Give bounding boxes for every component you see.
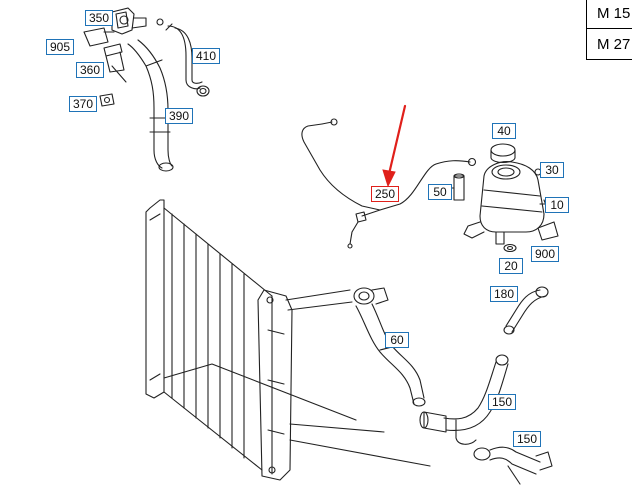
legend-row-1: M 15: [586, 0, 632, 29]
vent-line: [301, 118, 477, 249]
hose-150-lower: [473, 446, 553, 485]
callout-370[interactable]: 370: [69, 96, 97, 112]
callout-50[interactable]: 50: [428, 184, 452, 200]
callout-905[interactable]: 905: [46, 39, 74, 55]
thermostat-housing-assembly: [83, 7, 210, 172]
callout-40[interactable]: 40: [492, 123, 516, 139]
radiator: [145, 199, 431, 481]
callout-150-lower[interactable]: 150: [513, 431, 541, 447]
callout-390[interactable]: 390: [165, 108, 193, 124]
hose-150-upper: [419, 354, 509, 445]
callout-20[interactable]: 20: [499, 258, 523, 274]
legend-row-2: M 27: [586, 28, 632, 60]
callout-360[interactable]: 360: [76, 62, 104, 78]
callout-60[interactable]: 60: [385, 332, 409, 348]
hose-180: [503, 286, 549, 335]
callout-180[interactable]: 180: [490, 286, 518, 302]
callout-150-upper[interactable]: 150: [488, 394, 516, 410]
callout-30[interactable]: 30: [540, 162, 564, 178]
callout-350[interactable]: 350: [85, 10, 113, 26]
callout-10[interactable]: 10: [545, 197, 569, 213]
callout-900[interactable]: 900: [531, 246, 559, 262]
callout-410[interactable]: 410: [192, 48, 220, 64]
callout-250-highlighted[interactable]: 250: [371, 186, 399, 202]
